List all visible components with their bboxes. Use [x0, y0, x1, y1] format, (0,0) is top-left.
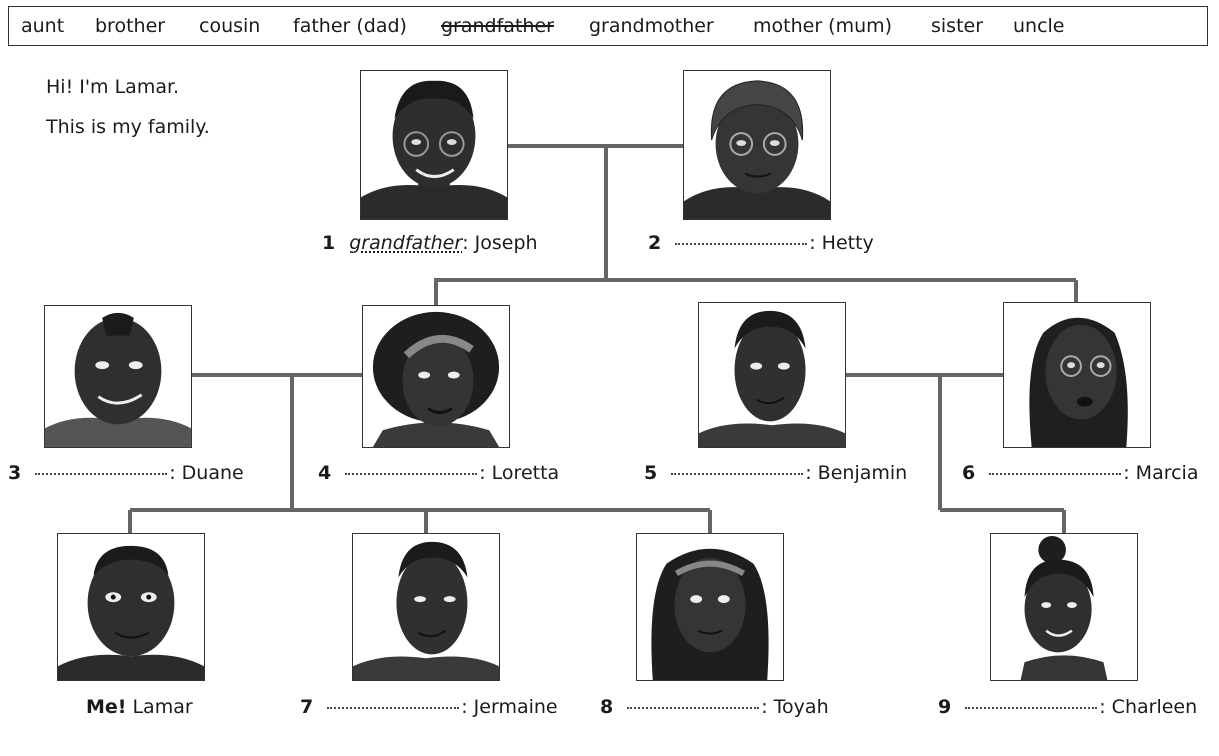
- boy-face-icon: [58, 545, 204, 680]
- member-name: : Benjamin: [805, 462, 908, 484]
- portrait-hetty: [683, 70, 831, 220]
- portrait-marcia: [1003, 302, 1151, 448]
- cousin-face-icon: [1020, 535, 1108, 680]
- portrait-lamar: [57, 533, 205, 681]
- portrait-benjamin: [698, 302, 846, 448]
- caption-duane: 3 : Duane: [8, 462, 244, 484]
- word-grandfather: grandfather: [441, 15, 554, 37]
- portrait-joseph: [360, 70, 508, 220]
- caption-lamar: Me! Lamar: [86, 696, 193, 718]
- member-name: Lamar: [132, 696, 193, 718]
- grandmother-face-icon: [684, 80, 830, 219]
- member-name: : Charleen: [1099, 696, 1198, 718]
- word-father: father (dad): [293, 15, 407, 37]
- caption-toyah: 8 : Toyah: [600, 696, 829, 718]
- word-cousin: cousin: [199, 15, 261, 37]
- member-number: 3: [8, 462, 22, 484]
- grandfather-face-icon: [361, 80, 507, 219]
- answer-blank[interactable]: [671, 472, 804, 475]
- word-aunt: aunt: [21, 15, 65, 37]
- intro-greeting: Hi! I'm Lamar.: [46, 76, 180, 98]
- portrait-loretta: [362, 305, 510, 448]
- answer-blank[interactable]: [327, 706, 460, 709]
- word-sister: sister: [931, 15, 984, 37]
- uncle-face-icon: [45, 312, 191, 447]
- word-mother: mother (mum): [753, 15, 893, 37]
- word-bank: aunt brother cousin father (dad) grandfa…: [8, 6, 1208, 46]
- portrait-duane: [44, 305, 192, 448]
- member-name: : Hetty: [809, 232, 874, 254]
- portrait-toyah: [636, 533, 784, 681]
- member-name: : Toyah: [761, 696, 829, 718]
- caption-charleen: 9 : Charleen: [938, 696, 1197, 718]
- portrait-charleen: [990, 533, 1138, 681]
- answer-blank[interactable]: [675, 242, 808, 245]
- answer-blank[interactable]: [35, 472, 168, 475]
- mother-face-icon: [372, 311, 500, 447]
- member-name: : Loretta: [479, 462, 560, 484]
- caption-joseph: 1 grandfather : Joseph: [322, 232, 538, 254]
- word-grandmother: grandmother: [589, 15, 714, 37]
- sister-face-icon: [651, 548, 769, 680]
- member-number: 5: [644, 462, 658, 484]
- member-number: 8: [600, 696, 614, 718]
- caption-jermaine: 7 : Jermaine: [300, 696, 558, 718]
- caption-loretta: 4 : Loretta: [318, 462, 559, 484]
- caption-hetty: 2 : Hetty: [648, 232, 874, 254]
- father-face-icon: [699, 310, 845, 447]
- member-number: 7: [300, 696, 314, 718]
- member-number: 4: [318, 462, 332, 484]
- member-number: 6: [962, 462, 976, 484]
- member-number: 2: [648, 232, 662, 254]
- portrait-jermaine: [352, 533, 500, 681]
- aunt-face-icon: [1029, 317, 1128, 447]
- member-number: 9: [938, 696, 952, 718]
- intro-family: This is my family.: [46, 116, 210, 138]
- word-brother: brother: [95, 15, 166, 37]
- member-number: 1: [322, 232, 336, 254]
- caption-marcia: 6 : Marcia: [962, 462, 1198, 484]
- relationship-answer: grandfather: [349, 232, 463, 254]
- me-label: Me!: [86, 696, 127, 718]
- answer-blank[interactable]: [989, 472, 1122, 475]
- brother-face-icon: [353, 541, 499, 680]
- answer-blank[interactable]: [345, 472, 478, 475]
- member-name: : Duane: [169, 462, 244, 484]
- word-uncle: uncle: [1013, 15, 1065, 37]
- member-name: : Jermaine: [461, 696, 558, 718]
- answer-blank[interactable]: [627, 706, 760, 709]
- member-name: : Marcia: [1123, 462, 1199, 484]
- member-name: : Joseph: [462, 232, 538, 254]
- answer-blank[interactable]: [965, 706, 1098, 709]
- caption-benjamin: 5 : Benjamin: [644, 462, 907, 484]
